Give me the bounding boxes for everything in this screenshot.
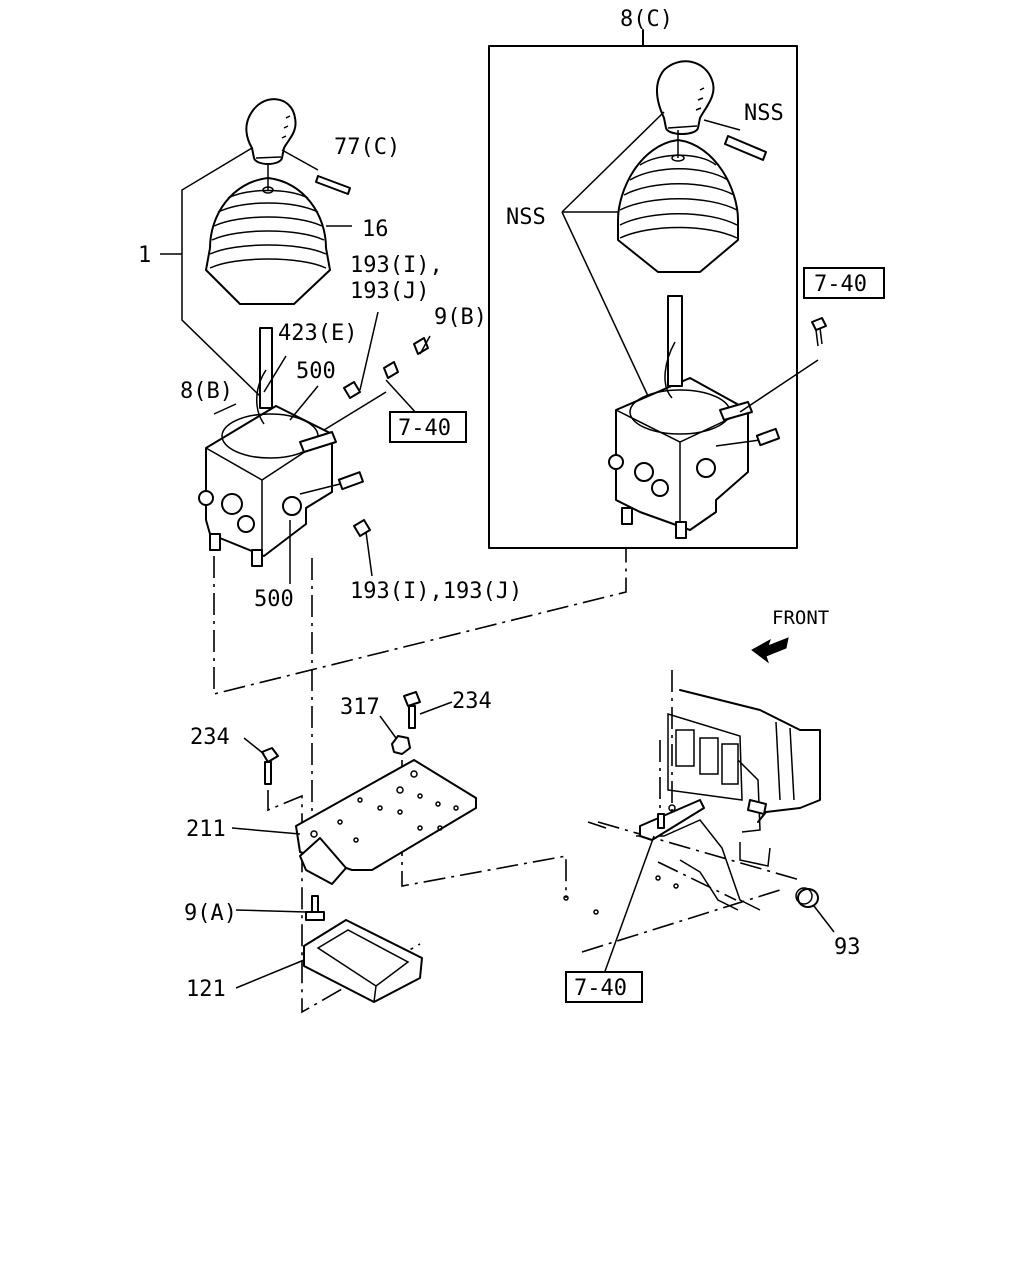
inset-boot [617,130,739,273]
inset-valve-block [608,295,781,539]
inset-knob [656,60,715,135]
label-cap-93: 93 [834,935,861,960]
bracket-7-40-bottom [639,799,705,841]
ref-box-right [803,267,885,299]
label-bolt-234-left: 234 [190,725,230,750]
inset-nss-pin [724,135,767,161]
boot-16 [205,165,331,305]
label-boot-16: 16 [362,217,389,242]
label-bolt-9b: 9(B) [434,305,487,330]
label-pin-77c: 77(C) [334,135,400,160]
boot-121 [303,919,423,1003]
label-nut-317: 317 [340,695,380,720]
nut-317 [391,735,411,755]
ref-box-left [389,411,467,443]
label-plate-211: 211 [186,817,226,842]
label-ref-bottom: 7-40 [574,976,627,1001]
ref-box-bottom [565,971,643,1003]
plate-211 [295,759,477,885]
label-nut-423e: 423(E) [278,321,357,346]
label-valve-8b: 8(B) [180,379,233,404]
label-ref-right: 7-40 [814,272,867,297]
label-assy-1: 1 [138,243,151,268]
label-wire-500-top: 500 [296,359,336,384]
label-bolt-234-right: 234 [452,689,492,714]
chassis-frame [563,689,821,915]
knob [245,98,297,165]
label-group-8c: 8(C) [620,7,673,32]
label-nss-pin: NSS [744,101,784,126]
label-screw-193-bottom: 193(I),193(J) [350,579,522,604]
bolt-234-right [403,691,421,729]
label-screw-193-a: 193(I), [350,253,443,278]
label-ref-left: 7-40 [398,416,451,441]
label-boot-121: 121 [186,977,226,1002]
front-arrow-icon [751,637,789,664]
label-bolt-9a: 9(A) [184,901,237,926]
cap-93 [795,887,819,908]
label-front: FRONT [772,607,829,629]
label-nss-main: NSS [506,205,546,230]
label-screw-193-b: 193(J) [350,279,429,304]
valve-block-8b [198,327,364,567]
bolt-234-left [261,747,279,785]
label-wire-500-bottom: 500 [254,587,294,612]
screw-7-40-right [811,317,827,347]
bolt-9a [305,895,325,921]
pin-77c [315,175,351,195]
